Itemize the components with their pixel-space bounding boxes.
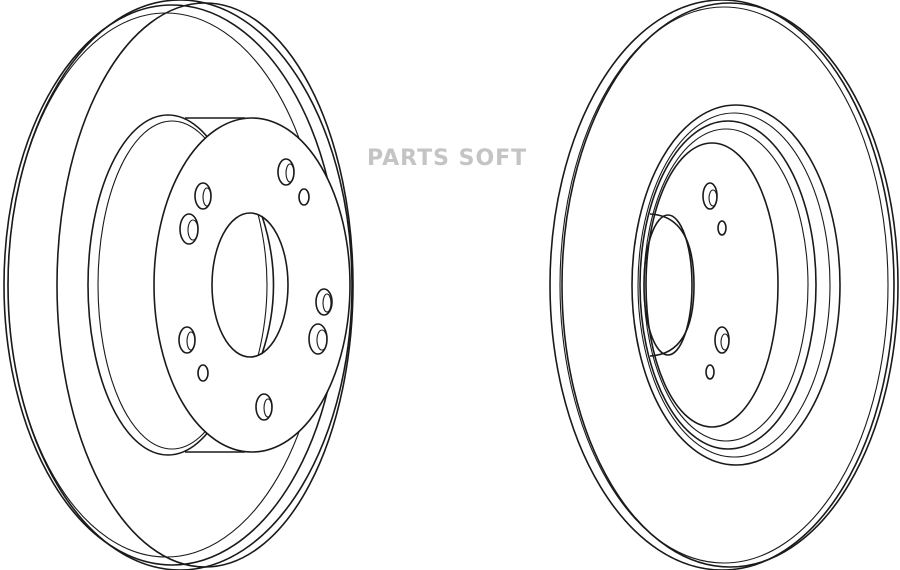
bolt-hole <box>194 182 212 210</box>
small-hole <box>298 188 310 206</box>
left-brake-disc <box>3 0 354 570</box>
bolt-hole <box>277 158 295 186</box>
small-hole <box>197 364 209 382</box>
small-hole <box>705 364 715 380</box>
bolt-hole <box>255 393 273 421</box>
right-brake-disc <box>549 0 899 570</box>
bolt-hole <box>179 213 199 245</box>
watermark-text: PARTS SOFT <box>367 146 528 171</box>
bolt-hole <box>702 182 718 210</box>
bolt-hole <box>308 323 328 355</box>
small-hole <box>717 220 727 236</box>
bolt-hole <box>714 326 730 354</box>
bolt-hole <box>315 288 333 316</box>
bolt-hole <box>178 326 196 354</box>
